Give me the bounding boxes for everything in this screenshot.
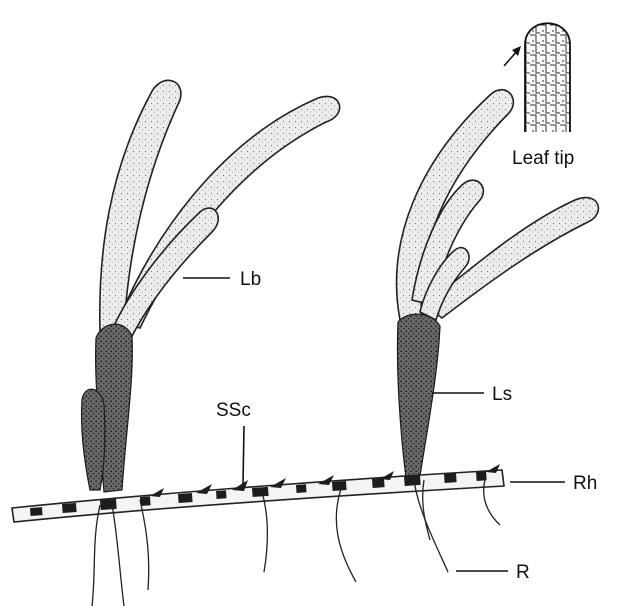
leaf-tip-inset: Leaf tip [504, 23, 574, 169]
label-ls: Ls [492, 384, 512, 405]
left-plant [81, 80, 339, 492]
label-lb: Lb [240, 269, 261, 290]
callouts: Lb SSc Ls Rh R [183, 269, 597, 583]
left-side-bud [81, 389, 104, 490]
label-ssc: SSc [216, 400, 251, 421]
leaf-tip-drawing [525, 23, 570, 132]
label-rh: Rh [573, 473, 597, 494]
leaf-tip-label: Leaf tip [512, 148, 574, 169]
label-r: R [516, 562, 530, 583]
right-leaf-sheath [397, 314, 440, 478]
rhizome [12, 464, 504, 522]
